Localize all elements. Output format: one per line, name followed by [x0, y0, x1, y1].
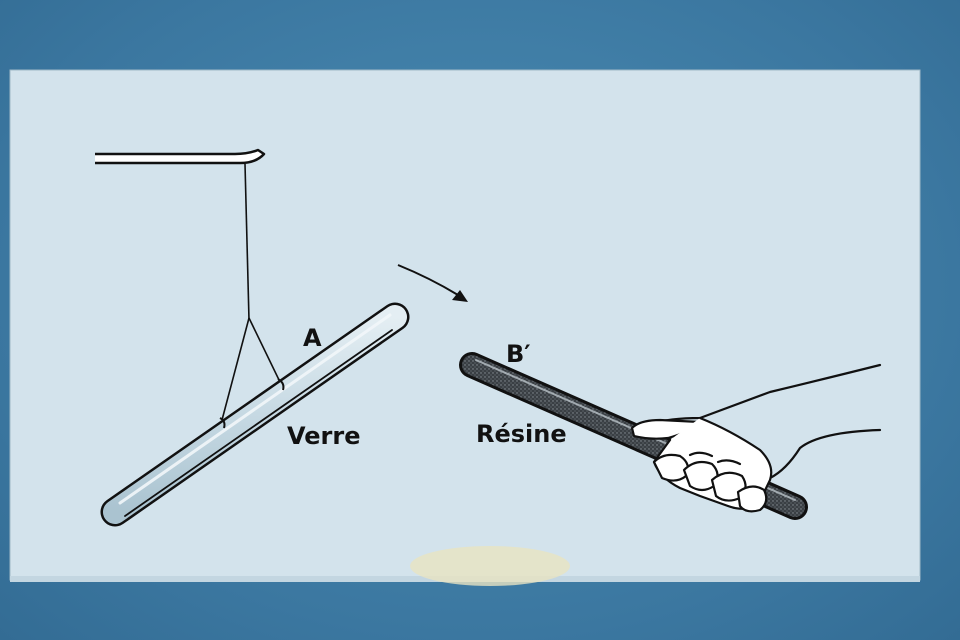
label-rod-b: B′: [506, 340, 531, 368]
stain-mark: [410, 546, 570, 586]
label-rod-b-material: Résine: [476, 420, 567, 448]
hanger-bracket: [95, 148, 266, 165]
label-rod-a-material: Verre: [287, 422, 361, 450]
suspension-thread: [221, 163, 281, 421]
hand-icon: [630, 363, 882, 513]
glass-rod-a: [100, 302, 410, 527]
label-rod-a: A: [303, 324, 322, 352]
curved-arrow-icon: [397, 264, 468, 302]
